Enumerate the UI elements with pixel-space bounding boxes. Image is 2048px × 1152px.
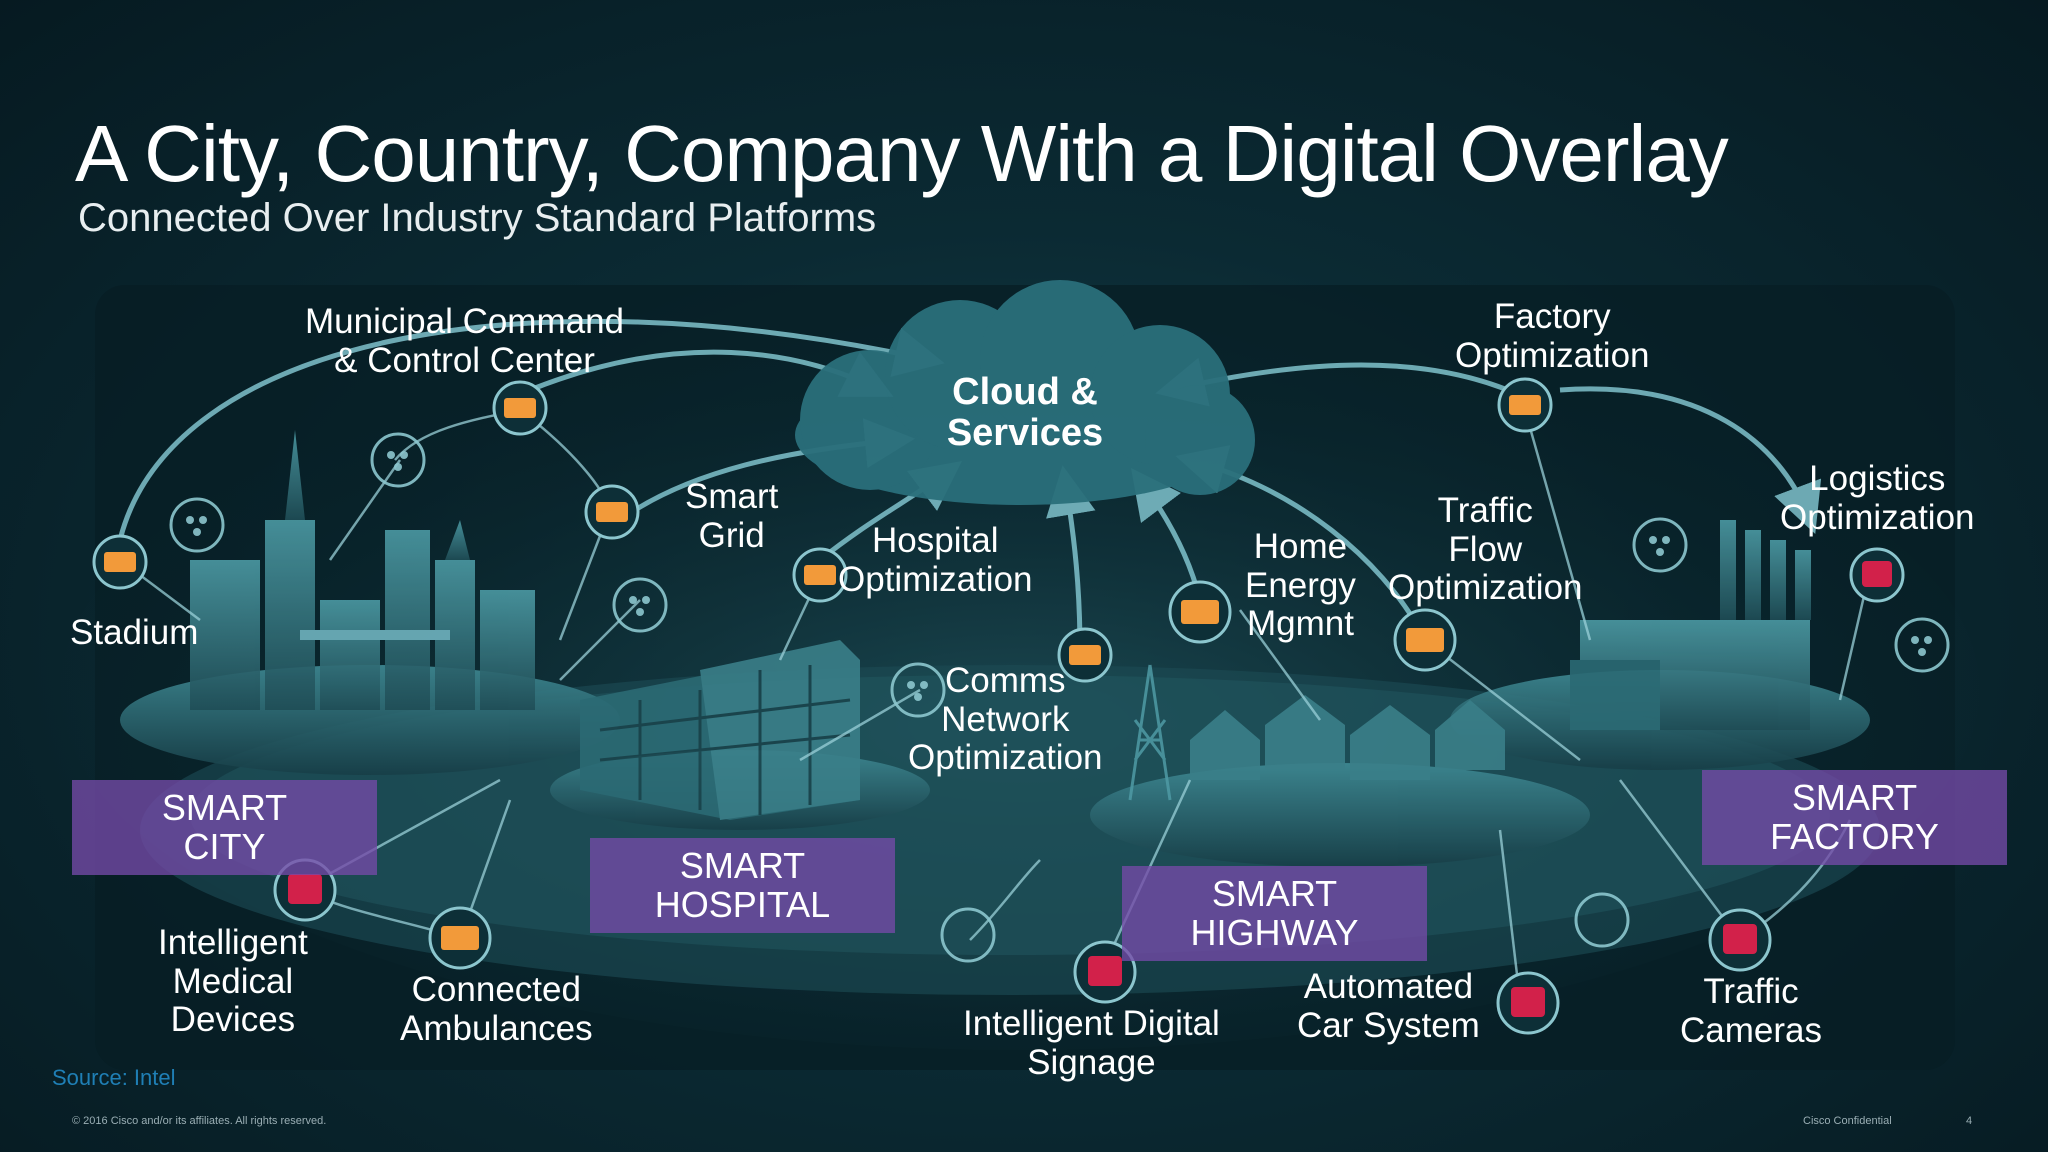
gateway-icon-stadium [92, 534, 148, 590]
footer-page-number: 4 [1966, 1115, 1973, 1127]
zone-smart-hospital: SMART HOSPITAL [590, 838, 895, 933]
page-subtitle: Connected Over Industry Standard Platfor… [78, 196, 877, 240]
label-traffic-flow: Traffic Flow Optimization [1388, 491, 1583, 607]
label-traffic-cameras: Traffic Cameras [1680, 972, 1822, 1050]
gateway-icon-municipal [492, 380, 548, 436]
gateway-icon-comms [1057, 627, 1113, 683]
source-note: Source: Intel [52, 1065, 176, 1090]
gateway-icon-smart-grid [584, 484, 640, 540]
footer-confidential: Cisco Confidential [1803, 1115, 1892, 1127]
label-factory-optimization: Factory Optimization [1455, 297, 1650, 375]
homes [1190, 695, 1505, 780]
zone-smart-highway: SMART HIGHWAY [1122, 866, 1427, 961]
city-skyline [190, 430, 535, 710]
gateway-icon-traffic-flow [1393, 608, 1457, 672]
zone-smart-city: SMART CITY [72, 780, 377, 875]
label-logistics-optimization: Logistics Optimization [1780, 459, 1975, 537]
label-stadium: Stadium [70, 613, 199, 652]
label-car-system: Automated Car System [1297, 967, 1480, 1045]
sensor-icon-traffic-cameras [1708, 908, 1772, 972]
cloud-services-label: Cloud & Services [946, 371, 1104, 455]
sensor-icon-medical [273, 858, 337, 922]
factory-building [1570, 520, 1811, 730]
sensor-devices [273, 547, 1905, 1035]
sensor-icon-signage [1073, 940, 1137, 1004]
gateway-icon-factory [1497, 377, 1553, 433]
label-comms-network: Comms Network Optimization [908, 661, 1103, 777]
label-connected-ambulances: Connected Ambulances [400, 970, 593, 1048]
sensor-nodes [169, 432, 1950, 963]
gateway-icon-home-energy [1168, 580, 1232, 644]
zone-smart-factory: SMART FACTORY [1702, 770, 2007, 865]
label-hospital-optimization: Hospital Optimization [838, 521, 1033, 599]
gateway-devices [92, 377, 1553, 970]
label-home-energy: Home Energy Mgmnt [1245, 527, 1356, 643]
cloud-icon [795, 280, 1255, 505]
sensor-icon-logistics [1849, 547, 1905, 603]
sensor-node-dots [186, 451, 1932, 701]
gateway-icon-hospital [792, 547, 848, 603]
page-title: A City, Country, Company With a Digital … [75, 109, 1729, 198]
label-medical-devices: Intelligent Medical Devices [158, 923, 308, 1039]
home-platform [1090, 763, 1590, 867]
sensor-icon-car-system [1496, 971, 1560, 1035]
footer-copyright: © 2016 Cisco and/or its affiliates. All … [72, 1115, 327, 1127]
label-smart-grid: Smart Grid [685, 477, 779, 555]
label-digital-signage: Intelligent Digital Signage [963, 1004, 1220, 1082]
gateway-icon-ambulances [428, 906, 492, 970]
hospital-building [580, 640, 860, 820]
label-municipal: Municipal Command & Control Center [305, 302, 625, 380]
comms-tower [1128, 664, 1172, 801]
